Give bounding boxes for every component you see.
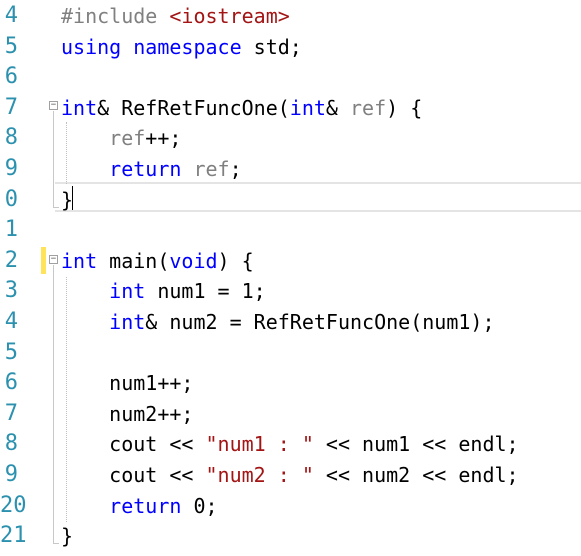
code-line[interactable]: cout << "num1 : " << num1 << endl; bbox=[61, 429, 519, 459]
code-token: ) { bbox=[386, 95, 423, 120]
line-number: 5 bbox=[4, 339, 18, 365]
line-number: 2 bbox=[4, 247, 18, 273]
code-line[interactable]: ref++; bbox=[61, 123, 181, 153]
code-token: namespace bbox=[133, 34, 242, 59]
code-token bbox=[181, 157, 193, 181]
code-line[interactable]: int& RefRetFuncOne(int& ref) { bbox=[61, 93, 422, 123]
line-number: 4 bbox=[4, 3, 18, 28]
code-token: << num1 << endl; bbox=[313, 432, 519, 457]
line-number-gutter: 4 5 6 7 8 9 0 1 2 3 4 5 6 7 8 9 20 21 bbox=[0, 0, 27, 556]
code-line[interactable]: } bbox=[61, 185, 73, 215]
code-token: using bbox=[61, 34, 122, 59]
code-token: & num2 = RefRetFuncOne(num1); bbox=[145, 310, 495, 334]
line-number: 6 bbox=[4, 64, 18, 90]
text-caret bbox=[72, 186, 73, 210]
code-line[interactable]: num2++; bbox=[61, 399, 193, 429]
line-number: 0 bbox=[4, 186, 18, 212]
code-token bbox=[61, 157, 109, 181]
code-token: ) { bbox=[217, 248, 254, 273]
line-number: 6 bbox=[4, 370, 18, 396]
code-token: int bbox=[289, 95, 326, 120]
code-token: int bbox=[61, 248, 98, 273]
code-token: return bbox=[109, 493, 182, 518]
code-token: cout << bbox=[61, 432, 206, 457]
line-number: 1 bbox=[4, 217, 18, 243]
code-token: "num2 : " bbox=[205, 463, 314, 487]
collapse-icon[interactable]: − bbox=[49, 254, 58, 264]
code-token: ref bbox=[193, 157, 230, 181]
indent-guide bbox=[66, 122, 67, 184]
indent-guide bbox=[66, 277, 67, 522]
line-number: 8 bbox=[4, 125, 18, 151]
code-line[interactable]: int main(void) { bbox=[61, 246, 254, 276]
code-token: num2++; bbox=[61, 401, 194, 426]
code-token: ref bbox=[350, 95, 387, 120]
line-number: 7 bbox=[4, 400, 18, 426]
code-line[interactable]: int& num2 = RefRetFuncOne(num1); bbox=[61, 307, 495, 337]
line-number: 21 bbox=[0, 523, 27, 549]
code-line[interactable]: #include <iostream> bbox=[61, 1, 290, 31]
line-number: 3 bbox=[4, 278, 18, 304]
collapse-icon[interactable]: − bbox=[49, 100, 58, 110]
code-token: & bbox=[325, 95, 350, 120]
code-token: main( bbox=[97, 248, 170, 273]
code-line[interactable]: cout << "num2 : " << num2 << endl; bbox=[61, 460, 519, 490]
code-line[interactable]: return ref; bbox=[61, 154, 242, 184]
fold-guide bbox=[53, 265, 54, 543]
code-token: ++; bbox=[145, 126, 182, 151]
code-token bbox=[61, 279, 109, 303]
code-token bbox=[121, 35, 133, 59]
line-number: 9 bbox=[4, 156, 18, 181]
code-token: int bbox=[61, 95, 98, 120]
code-token: << num2 << endl; bbox=[313, 463, 519, 487]
line-number: 20 bbox=[0, 492, 27, 518]
code-token: cout << bbox=[61, 463, 206, 487]
line-number: 5 bbox=[4, 33, 18, 59]
fold-guide-end bbox=[53, 207, 59, 208]
code-token: ref bbox=[109, 126, 146, 151]
code-line[interactable]: using namespace std; bbox=[61, 32, 302, 62]
fold-guide bbox=[53, 111, 54, 207]
code-line[interactable]: int num1 = 1; bbox=[61, 276, 266, 306]
code-token: int bbox=[109, 310, 146, 334]
line-number: 9 bbox=[4, 462, 18, 487]
code-token: } bbox=[61, 187, 74, 212]
code-token: int bbox=[109, 279, 146, 304]
code-line[interactable]: } bbox=[61, 521, 73, 551]
code-token: num1 = 1; bbox=[145, 279, 266, 304]
fold-guide-end bbox=[53, 543, 59, 544]
line-number: 8 bbox=[4, 431, 18, 457]
code-token: 0; bbox=[181, 493, 218, 518]
code-token: #include bbox=[61, 4, 170, 28]
code-token: <iostream> bbox=[169, 4, 290, 28]
code-token: ; bbox=[229, 157, 242, 181]
line-number: 4 bbox=[4, 309, 18, 334]
code-token bbox=[61, 126, 109, 150]
code-token: num1++; bbox=[61, 371, 194, 396]
code-line[interactable]: num1++; bbox=[61, 368, 193, 398]
code-line[interactable]: return 0; bbox=[61, 491, 218, 521]
code-token: std; bbox=[241, 34, 302, 59]
code-token: } bbox=[61, 524, 74, 549]
code-token: "num1 : " bbox=[205, 432, 314, 457]
code-token bbox=[61, 310, 109, 334]
change-marker bbox=[41, 247, 46, 274]
code-token: & RefRetFuncOne( bbox=[97, 95, 290, 120]
code-token: return bbox=[109, 157, 182, 181]
line-number: 7 bbox=[4, 94, 18, 120]
code-token: void bbox=[169, 248, 218, 273]
code-token bbox=[61, 494, 109, 518]
current-line-highlight bbox=[55, 182, 581, 212]
